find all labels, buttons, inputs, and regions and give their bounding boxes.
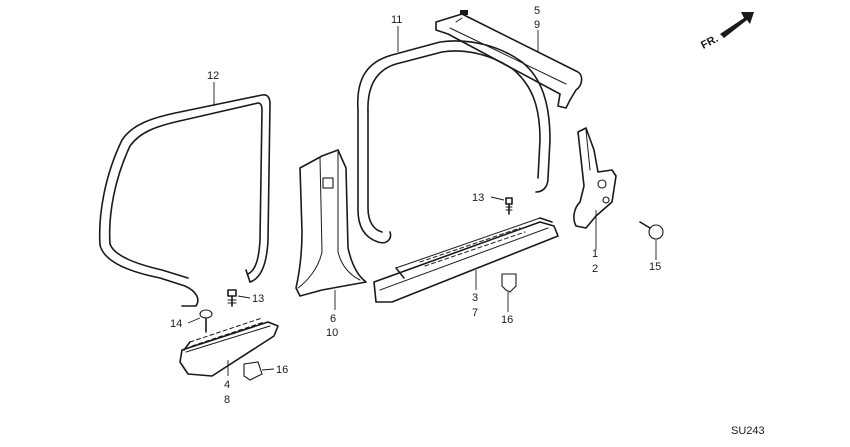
leader-lines (187, 26, 657, 376)
direction-label: FR. (699, 33, 720, 52)
clip-16b (243, 361, 263, 381)
callout-16a: 16 (501, 314, 513, 326)
callout-11: 11 (391, 14, 402, 26)
callout-2: 2 (592, 263, 598, 275)
callout-13a: 13 (472, 192, 484, 204)
callout-14: 14 (170, 318, 182, 330)
callout-15: 15 (649, 261, 661, 273)
screw-13b (227, 289, 237, 307)
callout-16b: 16 (276, 364, 288, 376)
callout-5: 5 (534, 5, 540, 17)
callout-8: 8 (224, 394, 230, 406)
callout-6: 6 (330, 313, 336, 325)
callout-9: 9 (534, 19, 540, 31)
diagram-code: SU243 (731, 425, 765, 437)
callout-4: 4 (224, 379, 230, 391)
part-4-8-rear-sill-garnish (179, 317, 279, 377)
clip-15 (639, 221, 664, 240)
front-direction-arrow: FR. (699, 12, 754, 52)
part-12-rear-door-weatherstrip (98, 94, 271, 307)
callout-7: 7 (472, 307, 478, 319)
clip-16a (501, 273, 517, 293)
part-1-2-pillar-garnish (573, 127, 617, 229)
callout-1: 1 (592, 248, 598, 260)
clip-14 (199, 309, 213, 333)
part-5-9-roof-side-garnish (435, 10, 583, 109)
screw-13a (505, 197, 513, 215)
part-11-front-opening-weatherstrip (356, 40, 551, 244)
callout-10: 10 (326, 327, 338, 339)
callout-3: 3 (472, 292, 478, 304)
part-3-7-front-sill-garnish (373, 217, 559, 303)
callout-13b: 13 (252, 293, 264, 305)
callout-12: 12 (207, 70, 219, 82)
part-6-10-center-pillar-garnish (295, 149, 367, 297)
